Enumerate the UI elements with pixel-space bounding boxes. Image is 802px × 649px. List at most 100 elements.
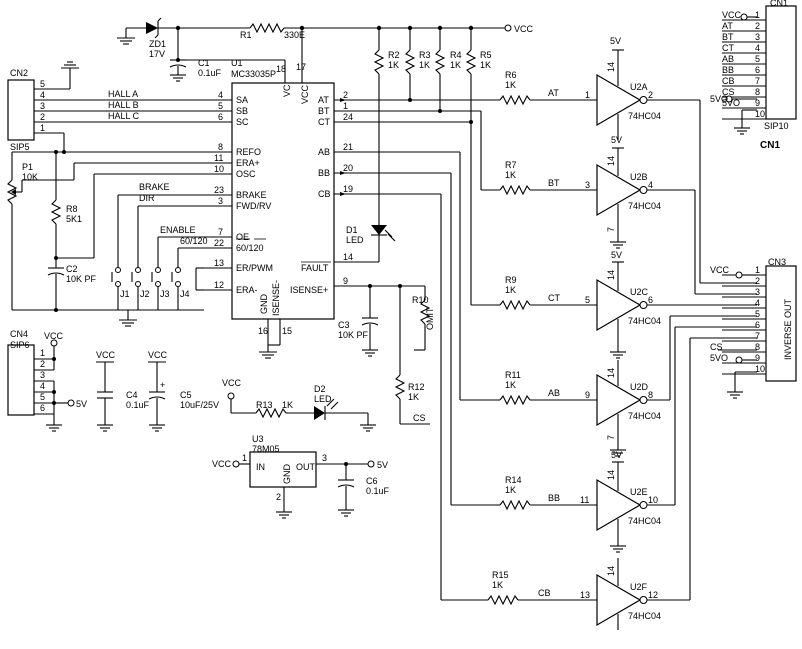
svg-text:3: 3 [585, 180, 590, 190]
svg-text:ENABLE: ENABLE [160, 225, 196, 235]
svg-text:CT: CT [318, 117, 330, 127]
svg-text:23: 23 [214, 185, 224, 195]
cn1-pin-number: 6 [755, 65, 760, 75]
svg-text:60/120: 60/120 [180, 236, 208, 246]
svg-text:1: 1 [40, 348, 45, 358]
cn3-pin-row: 7 [722, 331, 766, 342]
cn3-pin-number: 4 [755, 298, 760, 308]
svg-text:U2C: U2C [630, 287, 649, 297]
cn3-pin-number: 5 [755, 309, 760, 319]
cn1-connector: CN1 SIP10 CN1 [760, 0, 797, 151]
svg-text:CN3: CN3 [768, 257, 786, 267]
svg-text:5: 5 [40, 392, 45, 402]
svg-text:CN1: CN1 [770, 0, 788, 8]
svg-text:9: 9 [585, 390, 590, 400]
svg-text:5V: 5V [76, 399, 87, 409]
svg-text:J2: J2 [140, 289, 150, 299]
svg-text:1K: 1K [505, 485, 516, 495]
top-rail: ZD1 17V R1 330E VCC C1 0.1uF [117, 17, 534, 82]
inverter-icon [596, 478, 642, 532]
svg-text:78M05: 78M05 [252, 444, 280, 454]
svg-text:AT: AT [318, 95, 329, 105]
svg-text:+: + [160, 380, 165, 390]
svg-text:0.1uF: 0.1uF [366, 486, 390, 496]
svg-text:1: 1 [242, 453, 247, 463]
svg-text:OSC: OSC [236, 169, 256, 179]
svg-text:VC: VC [282, 84, 292, 97]
svg-text:U2F: U2F [630, 582, 648, 592]
svg-text:SIP5: SIP5 [10, 142, 30, 152]
cn1-pin-row: 10 [722, 109, 766, 120]
svg-text:6: 6 [40, 403, 45, 413]
svg-text:1K: 1K [492, 580, 503, 590]
u1-top-pins: 18 VC 17 VCC [276, 28, 310, 104]
svg-text:SB: SB [236, 106, 248, 116]
svg-text:SIP6: SIP6 [10, 340, 30, 350]
isense-network: C3 10K PF R10 OMIT R12 1K CS [338, 284, 435, 425]
cn3-pin-row: 10 [722, 364, 766, 375]
svg-text:14: 14 [606, 566, 616, 576]
svg-text:VCC: VCC [212, 459, 232, 469]
svg-text:10: 10 [648, 495, 658, 505]
svg-text:11: 11 [580, 495, 589, 505]
cn1-pin-net: CT [722, 43, 734, 53]
svg-text:2: 2 [343, 90, 348, 100]
svg-text:GND: GND [282, 464, 292, 485]
cn3-connector: CN3 INVERSE OUT [765, 257, 797, 382]
svg-text:9: 9 [343, 276, 348, 286]
inverter-u2b: 5V 14 7 3 4 U2B 74HC04 [585, 135, 695, 249]
reference-network: P1 10K R8 5K1 C2 10K PF [6, 150, 204, 312]
svg-text:LED: LED [346, 235, 364, 245]
cn3-pin-row: 2 [722, 276, 766, 287]
svg-text:13: 13 [214, 258, 224, 268]
u1-part: MC33035P [231, 69, 276, 79]
cn1-pin-row: 7CB [722, 76, 766, 87]
svg-text:R6: R6 [505, 70, 517, 80]
p1-potentiometer-icon [6, 179, 18, 205]
svg-text:ISENSE+: ISENSE+ [290, 285, 328, 295]
svg-text:R13: R13 [256, 400, 273, 410]
svg-text:1K: 1K [505, 285, 516, 295]
cn1-pin-net: CS [722, 87, 735, 97]
svg-text:3: 3 [322, 453, 327, 463]
svg-text:3: 3 [40, 370, 45, 380]
svg-text:R2: R2 [388, 50, 400, 60]
svg-text:VCC: VCC [222, 378, 242, 388]
svg-text:LED: LED [314, 394, 332, 404]
svg-text:R7: R7 [505, 160, 517, 170]
svg-text:OUT: OUT [296, 462, 316, 472]
svg-text:6: 6 [648, 295, 653, 305]
svg-text:J1: J1 [120, 289, 130, 299]
svg-text:14: 14 [343, 252, 353, 262]
svg-text:HALL C: HALL C [108, 111, 140, 121]
svg-text:J4: J4 [180, 289, 190, 299]
d2-power-led: VCC R13 1K D2 LED [222, 378, 376, 432]
svg-text:1: 1 [585, 90, 590, 100]
cn3-pin-row: 5 [722, 309, 766, 320]
svg-text:2: 2 [40, 112, 45, 122]
svg-text:CN2: CN2 [10, 68, 28, 78]
svg-text:14: 14 [606, 62, 616, 72]
svg-text:BRAKE: BRAKE [139, 182, 170, 192]
svg-text:BT: BT [318, 106, 330, 116]
svg-text:ERA-: ERA- [236, 285, 258, 295]
cn1-pin-number: 7 [755, 76, 760, 86]
svg-text:2: 2 [40, 359, 45, 369]
svg-text:5V: 5V [611, 135, 622, 145]
svg-text:7: 7 [606, 435, 616, 440]
svg-text:0.1uF: 0.1uF [198, 68, 222, 78]
jumpers: BRAKE DIR ENABLE 60/120 J1 J2 J3 J4 [111, 182, 208, 327]
cn1-pin-number: 8 [755, 87, 760, 97]
cn1-pin-row: 5AB [722, 54, 766, 65]
cn1-pin-number: 1 [755, 10, 760, 20]
